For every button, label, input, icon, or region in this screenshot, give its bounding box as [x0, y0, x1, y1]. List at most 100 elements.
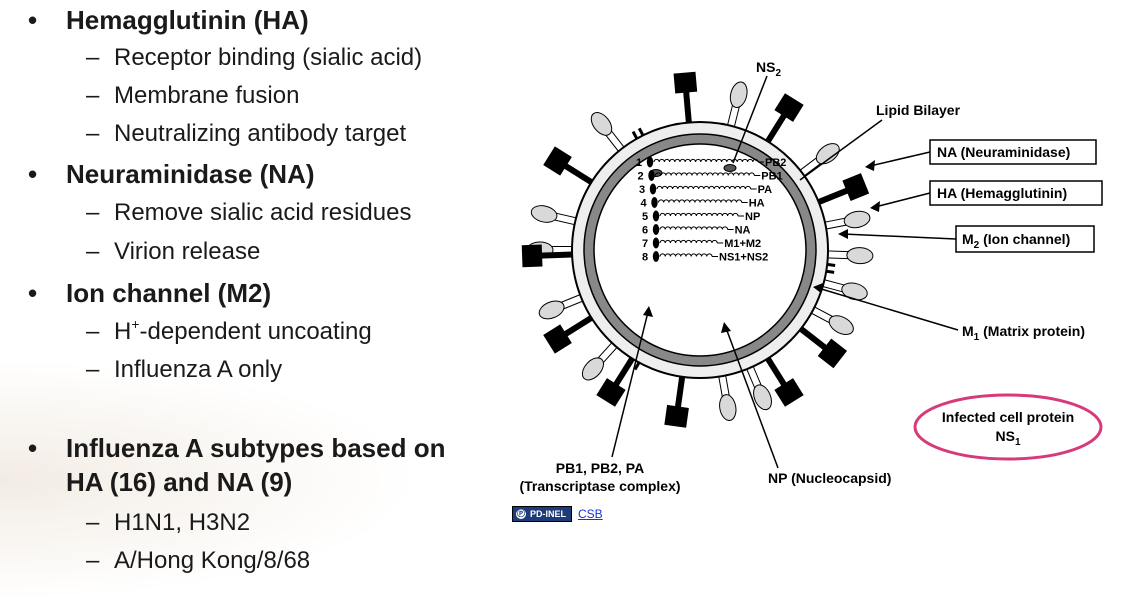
na-spike [543, 146, 597, 187]
segment-number: 6 [642, 225, 648, 237]
na-head [596, 378, 626, 407]
ha-stalk [825, 250, 849, 260]
background-glow [0, 360, 420, 600]
ns2-particle [723, 164, 737, 172]
na-stalk [763, 353, 788, 388]
na-label-box [929, 139, 1097, 165]
rna-coil [659, 239, 718, 244]
m2-pointer [842, 233, 957, 240]
polymerase-complex [652, 224, 660, 235]
na-head [842, 173, 870, 202]
ns2-label: NS2 [756, 59, 781, 79]
na-head [774, 93, 804, 122]
segment-number: 3 [639, 184, 645, 196]
na-spike [813, 173, 870, 207]
na-spike [543, 313, 597, 354]
ha-head [846, 247, 874, 265]
na-head [817, 338, 848, 369]
polymerase-complex [652, 237, 660, 249]
ns1-label: NS1 [995, 428, 1020, 448]
pd-icon: Ⓟ [516, 509, 526, 519]
na-stalk [674, 372, 686, 409]
ha-head [530, 205, 558, 223]
rna-coil [656, 185, 752, 190]
ha-spike [726, 81, 748, 130]
lipid-bilayer-label: Lipid Bilayer [876, 102, 961, 118]
na-stalk [539, 251, 577, 259]
na-pointer [869, 151, 931, 167]
ns2-pointer [732, 75, 768, 164]
arrowhead [865, 160, 875, 171]
ha-spike [717, 372, 737, 421]
ha-head [753, 384, 772, 411]
polymerase-complex [652, 210, 660, 222]
na-head [673, 71, 698, 94]
infected-cell-highlight [913, 393, 1103, 461]
polymerase-complex [652, 251, 660, 262]
np-label: NP (Nucleocapsid) [768, 470, 891, 486]
rna-coil [655, 172, 755, 176]
na-head [543, 146, 572, 176]
ha-head [581, 357, 604, 381]
na-spike [673, 71, 698, 127]
segment-label: NA [735, 225, 751, 237]
ha-label-box [929, 180, 1103, 206]
ha-head [843, 210, 871, 229]
lipid-pointer [799, 119, 883, 181]
na-stalk [763, 112, 788, 147]
na-stalk [683, 90, 693, 127]
csb-link[interactable]: CSB [578, 507, 603, 521]
na-spike [664, 372, 689, 428]
arrowhead [813, 283, 823, 293]
ha-head [590, 112, 613, 136]
na-head [664, 404, 689, 428]
na-stalk [562, 313, 597, 338]
polymerase-complex [646, 156, 654, 168]
pb-complex-label: PB1, PB2, PA [556, 460, 644, 476]
transcriptase-label: (Transcriptase complex) [519, 478, 680, 494]
na-head [521, 244, 543, 268]
na-head [543, 324, 572, 354]
ha-label: HA (Hemagglutinin) [937, 185, 1067, 201]
ha-head [828, 315, 854, 335]
na-spike [763, 93, 804, 147]
arrowhead [838, 229, 848, 239]
ha-head [729, 81, 748, 109]
na-spike [763, 353, 804, 407]
ha-spike [808, 305, 854, 335]
na-stalk [795, 323, 828, 351]
ha-spike [820, 278, 868, 301]
segment-label: PB1 [761, 171, 782, 183]
na-label: NA (Neuraminidase) [937, 144, 1070, 160]
ha-head [841, 282, 868, 301]
ha-spike [797, 143, 840, 178]
na-spike [795, 323, 848, 369]
infected-cell-label: Infected cell protein [942, 409, 1074, 425]
ha-spike [538, 293, 586, 320]
segment-label: NS1+NS2 [719, 252, 768, 264]
arrowhead [721, 322, 731, 333]
virion-interior [593, 143, 807, 357]
np-pointer [725, 327, 779, 469]
ha-spike [530, 205, 579, 226]
rna-coil [659, 253, 713, 257]
polymerase-complex [649, 183, 657, 195]
m1-pointer [817, 287, 959, 331]
m2-label: M2 (Ion channel) [962, 231, 1070, 251]
ha-head [719, 394, 737, 421]
m1-label: M1 (Matrix protein) [962, 323, 1085, 343]
na-head [774, 378, 804, 407]
envelope-spikes [521, 71, 874, 428]
na-stalk [562, 162, 597, 187]
m2-label-box [955, 225, 1095, 253]
rna-coil [653, 158, 759, 163]
segment-number: 7 [642, 238, 648, 250]
pb-pointer [611, 311, 649, 458]
na-spike [521, 244, 577, 268]
segment-number: 2 [638, 171, 644, 183]
segment-number: 5 [642, 211, 648, 223]
na-stalk [813, 187, 850, 207]
